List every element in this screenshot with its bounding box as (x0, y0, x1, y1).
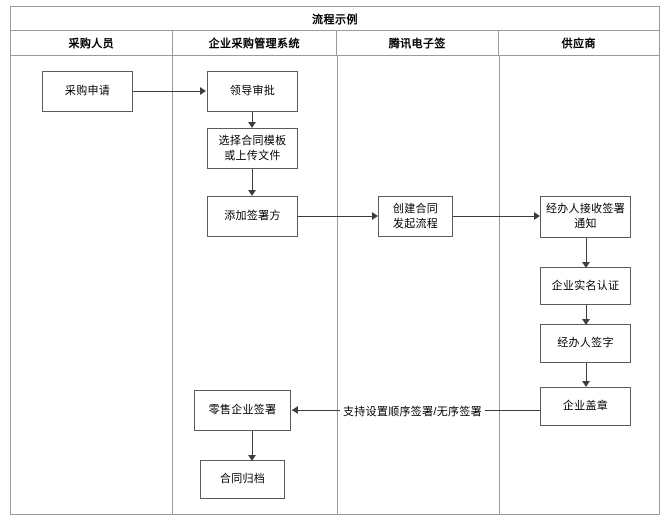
node-label-contract-archive: 合同归档 (219, 473, 266, 485)
connector-n3-n4 (252, 168, 253, 194)
node-label-receive-notice: 经办人接收签署 通知 (542, 202, 629, 232)
lane-label-system: 企业采购管理系统 (208, 38, 300, 50)
diagram-title: 流程示例 (312, 13, 358, 26)
node-label-select-template: 选择合同模板 或上传文件 (215, 134, 291, 164)
node-label-leader-approval: 领导审批 (229, 85, 276, 97)
arrowhead-n10-n11 (248, 455, 256, 461)
node-label-add-signer: 添加签署方 (224, 210, 281, 222)
lane-label-supplier: 供应商 (561, 38, 596, 50)
node-label-select-template-line1: 选择合同模板 (218, 134, 287, 147)
node-label-receive-notice-line1: 经办人接收签署 (545, 203, 626, 215)
node-label-create-contract: 创建合同 发起流程 (389, 202, 442, 232)
connector-n6-n7 (586, 238, 587, 266)
edge-label-signing-order: 支持设置顺序签署/无序签署 (340, 403, 485, 419)
diagram-title-band: 流程示例 (10, 6, 660, 31)
lane-divider-3 (499, 56, 500, 515)
arrowhead-n6-n7 (582, 262, 590, 268)
node-enterprise-verification[interactable]: 企业实名认证 (540, 267, 631, 305)
lane-header-buyer: 采购人员 (11, 31, 173, 55)
node-purchase-request[interactable]: 采购申请 (42, 71, 133, 112)
arrowhead-n5-n6 (534, 212, 540, 220)
node-create-contract[interactable]: 创建合同 发起流程 (378, 196, 453, 237)
connector-n7-n8 (586, 305, 587, 324)
node-agent-signature[interactable]: 经办人签字 (540, 324, 631, 363)
node-label-purchase-request: 采购申请 (64, 85, 111, 97)
node-label-select-template-line2: 或上传文件 (224, 149, 281, 162)
lane-label-buyer: 采购人员 (68, 38, 115, 50)
node-label-receive-notice-line2: 通知 (574, 218, 597, 230)
node-label-company-seal: 企业盖章 (562, 400, 609, 412)
node-select-template[interactable]: 选择合同模板 或上传文件 (207, 128, 298, 169)
lane-label-esign: 腾讯电子签 (388, 38, 446, 50)
node-contract-archive[interactable]: 合同归档 (200, 460, 285, 499)
lane-divider-1 (172, 56, 173, 515)
lane-header-row: 采购人员 企业采购管理系统 腾讯电子签 供应商 (10, 31, 660, 56)
lane-header-supplier: 供应商 (499, 31, 660, 55)
arrowhead-n1-n2 (200, 87, 206, 95)
node-company-seal[interactable]: 企业盖章 (540, 387, 631, 426)
connector-n2-n3 (252, 112, 253, 126)
connector-n4-n5 (298, 216, 376, 217)
arrowhead-n9-n10 (292, 406, 298, 414)
node-label-enterprise-verification: 企业实名认证 (551, 279, 620, 292)
arrowhead-n8-n9 (582, 381, 590, 387)
arrowhead-n3-n4 (248, 190, 256, 196)
node-label-create-contract-line1: 创建合同 (392, 202, 439, 215)
arrowhead-n7-n8 (582, 319, 590, 325)
node-receive-notice[interactable]: 经办人接收签署 通知 (540, 196, 631, 238)
node-label-retail-enterprise-signing: 零售企业签署 (208, 404, 277, 416)
node-label-create-contract-line2: 发起流程 (392, 217, 439, 230)
connector-n10-n11 (252, 431, 253, 459)
connector-n1-n2 (133, 91, 203, 92)
arrowhead-n4-n5 (372, 212, 378, 220)
arrowhead-n2-n3 (248, 122, 256, 128)
connector-n8-n9 (586, 363, 587, 386)
node-label-agent-signature: 经办人签字 (557, 337, 614, 349)
lane-header-esign: 腾讯电子签 (337, 31, 499, 55)
lane-header-system: 企业采购管理系统 (173, 31, 337, 55)
node-leader-approval[interactable]: 领导审批 (207, 71, 298, 112)
node-retail-enterprise-signing[interactable]: 零售企业签署 (194, 390, 291, 431)
lane-divider-2 (337, 56, 338, 515)
node-add-signer[interactable]: 添加签署方 (207, 196, 298, 237)
connector-n5-n6 (453, 216, 538, 217)
